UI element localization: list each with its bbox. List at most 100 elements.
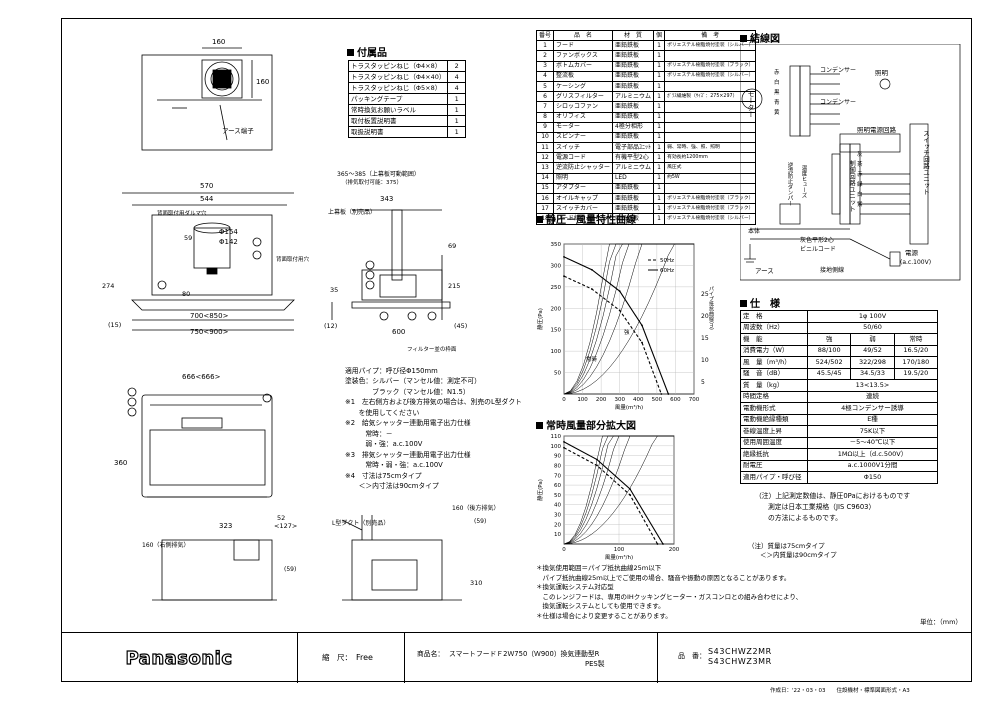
- brand-cell: Panasonic: [61, 633, 298, 683]
- wire-color: 黄: [774, 110, 780, 116]
- dim-154: Φ154: [219, 228, 238, 236]
- parts-cell: 15: [535, 182, 555, 195]
- dim-700: 700<850>: [190, 312, 229, 320]
- accessory-qty: 1: [447, 93, 466, 105]
- spec-label: 電動機絶縁種類: [740, 413, 808, 426]
- y-tick-label: 110: [551, 434, 562, 440]
- y2-axis-label: パイプ抵抗曲線(m): [708, 286, 714, 330]
- earth-terminal-label: アース端子: [222, 126, 254, 135]
- y-tick-label: 80: [554, 463, 561, 469]
- fuse-label: 温度ヒューズ: [800, 165, 807, 198]
- dim-600: 600: [392, 328, 405, 336]
- parts-cell: 電源コード: [553, 152, 614, 164]
- model-label: 品 番：: [678, 652, 706, 660]
- y-tick-label: 150: [551, 328, 562, 334]
- parts-cell: 有機平型2心: [612, 152, 655, 164]
- cord-label-1: 灰色平形2心: [800, 237, 834, 244]
- accessory-qty: 4: [447, 82, 466, 94]
- note-line: ※3 排気シャッター連動用電子出力仕様: [345, 450, 471, 459]
- spec-value: 50/60: [807, 321, 938, 334]
- accessory-name: 常時換気お願いラベル: [347, 104, 449, 116]
- x-tick-label: 200: [669, 547, 680, 553]
- data-point: [563, 255, 565, 258]
- parts-cell: 亜鉛鉄板: [612, 111, 655, 123]
- accessory-row: トラスタッピンねじ（Φ5×8）4: [347, 82, 466, 94]
- spec-label: 絶縁抵抗: [740, 448, 808, 461]
- spec-label: 使用周囲温度: [740, 436, 808, 449]
- spec-value: 弱: [850, 333, 895, 346]
- footnote-line: このレンジフードは、専用のIHクッキングヒーター・ガスコンロとの組み合わせにより…: [536, 592, 803, 601]
- parts-cell: 1: [653, 213, 666, 225]
- right-tick-label: 5: [701, 379, 705, 386]
- footnote-line: パイプ抵抗曲線25ｍ以上でご使用の場合、騒音や振動の原因となることがあります。: [536, 573, 791, 582]
- dim-142: Φ142: [219, 238, 238, 246]
- x-tick-label: 700: [689, 397, 700, 403]
- y-tick-label: 350: [551, 242, 562, 248]
- data-point: [563, 440, 565, 443]
- x-tick-label: 400: [633, 397, 644, 403]
- accessory-name: トラスタッピンねじ（Φ5×8）: [347, 82, 449, 94]
- l-duct-label: L型ダクト（別売品）: [332, 519, 389, 527]
- control-circuit-label: 制御回路ユニット: [847, 160, 856, 212]
- parts-cell: 亜鉛鉄板: [612, 70, 655, 82]
- product-name: スマートフードＦ2Ｗ750（Ｗ900）換気連動型R: [449, 650, 600, 658]
- parts-header: 材 質: [612, 29, 655, 42]
- parts-cell: オイルキャップ: [553, 192, 614, 205]
- accessory-qty: 1: [447, 104, 466, 116]
- power-label: 電源: [905, 249, 918, 257]
- footnote-line: ＊仕様は場合により変更することがあります。: [536, 611, 672, 620]
- parts-cell: 1: [653, 162, 666, 174]
- data-point: [618, 290, 621, 293]
- body-label: 本体: [748, 228, 761, 235]
- data-point: [660, 393, 663, 395]
- y-tick-label: 70: [554, 473, 561, 479]
- parts-cell: 4極分相形: [612, 121, 655, 133]
- parts-cell: 1: [653, 101, 666, 113]
- x-tick-label: 600: [670, 397, 681, 403]
- product-material: PES製: [585, 660, 605, 668]
- spec-row: 機 能強弱常時: [740, 333, 939, 346]
- bottom-view: [127, 387, 273, 498]
- dim-360: 360: [114, 459, 127, 467]
- pq-chart-title: 静圧－風量特性曲線: [536, 211, 636, 226]
- parts-cell: ファンボックス: [553, 50, 614, 62]
- parts-cell: 亜鉛鉄板: [612, 40, 655, 52]
- dim-80: 80: [182, 290, 190, 298]
- accessory-name: トラスタッピンねじ（Φ4×8）: [347, 60, 449, 72]
- wire-color: 赤: [857, 172, 863, 178]
- y-tick-label: 250: [551, 285, 562, 291]
- accessory-qty: 2: [447, 60, 466, 72]
- power-voltage-label: (a.c.100V): [900, 259, 932, 266]
- data-point: [596, 464, 598, 467]
- x-axis-label: 風量(m³/h): [605, 554, 633, 560]
- parts-cell: グリスフィルター: [553, 91, 614, 103]
- spec-label: 消費電力（W）: [740, 344, 808, 357]
- scale-label: 縮 尺：: [322, 653, 352, 662]
- footnotes: ＊換気使用範囲＝パイプ抵抗曲線25ｍ以下 パイプ抵抗曲線25ｍ以上でご使用の場合…: [536, 565, 803, 622]
- spec-note-2: 測定は日本工業規格（JIS C9603）: [768, 503, 876, 511]
- spec-label: 周波数（Hz）: [740, 321, 808, 334]
- footer-text: 作成日：'22・03・03 住設機材・標準図面形式・A3: [770, 688, 910, 694]
- wire-color: 茶: [857, 162, 863, 168]
- note-line: ＜＞内寸法は90cmタイプ: [345, 482, 439, 491]
- spec-label: 騒 音（dB）: [740, 367, 808, 380]
- y-tick-label: 60: [554, 483, 561, 489]
- accessory-row: トラスタッピンねじ（Φ4×8）2: [347, 60, 466, 72]
- data-point: [641, 324, 643, 327]
- spec-title: 仕 様: [740, 295, 780, 310]
- series-line-60Hz: [563, 256, 669, 395]
- wiring-diagram: [740, 44, 961, 281]
- data-point: [596, 458, 598, 461]
